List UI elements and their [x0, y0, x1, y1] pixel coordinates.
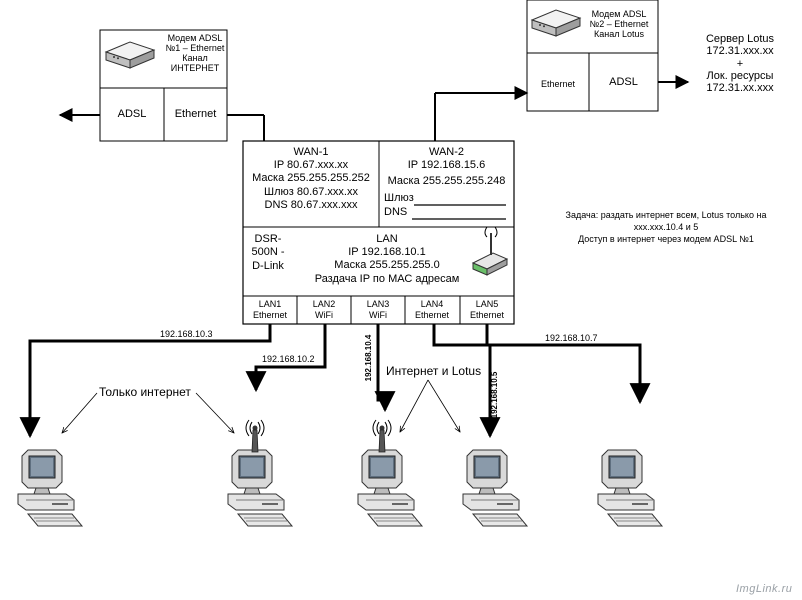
- computer-pc5: [597, 449, 663, 527]
- router-wifi-icon: [471, 226, 509, 276]
- ip-label-pc3: 192.168.10.4: [364, 334, 373, 382]
- modem2-label: Модем ADSL №2 – Ethernet Канал Lotus: [589, 9, 649, 40]
- router-model: DSR- 500N - D-Link: [251, 233, 285, 272]
- router-wan2-mask: Маска 255.255.255.248: [387, 175, 506, 187]
- computer-pc2: [227, 449, 293, 527]
- modem1-port-adsl: ADSL: [117, 108, 147, 120]
- connection-lines: [19, 75, 690, 439]
- wifi-antenna-icon: [372, 419, 392, 453]
- computer-pc3: [357, 449, 423, 527]
- modem1-label: Модем ADSL №1 – Ethernet Канал ИНТЕРНЕТ: [165, 33, 225, 74]
- modem2-port-adsl: ADSL: [609, 76, 638, 88]
- modem1-port-ethernet: Ethernet: [174, 108, 217, 120]
- ip-label-pc2: 192.168.10.2: [262, 354, 315, 364]
- ip-label-pc5: 192.168.10.7: [545, 333, 598, 343]
- router-wan2-title: WAN-2: [428, 146, 465, 158]
- ip-label-pc1: 192.168.10.3: [160, 329, 213, 339]
- watermark: ImgLink.ru: [736, 583, 793, 595]
- task-description: Задача: раздать интернет всем, Lotus тол…: [565, 210, 767, 245]
- server-label: Сервер Lotus 172.31.xxx.xx + Лок. ресурс…: [705, 33, 775, 95]
- router-wan1: WAN-1 IP 80.67.xxx.xx Маска 255.255.255.…: [252, 146, 370, 211]
- router-lan: LAN IP 192.168.10.1 Маска 255.255.255.0 …: [314, 233, 460, 285]
- annotation-internet-lotus: Интернет и Lotus: [386, 364, 482, 378]
- wifi-antenna-icon: [245, 419, 265, 453]
- router-wan2-dns: DNS: [384, 206, 408, 218]
- ip-label-pc4: 192.168.10.5: [490, 371, 499, 419]
- router-box: [242, 140, 515, 325]
- router-wan2-gateway: Шлюз: [384, 192, 414, 204]
- computer-pc1: [17, 449, 83, 527]
- router-wan2-ip: IP 192.168.15.6: [407, 159, 486, 171]
- computer-pc4: [462, 449, 528, 527]
- annotation-internet-only: Только интернет: [99, 385, 191, 399]
- modem2-port-ethernet: Ethernet: [540, 79, 576, 89]
